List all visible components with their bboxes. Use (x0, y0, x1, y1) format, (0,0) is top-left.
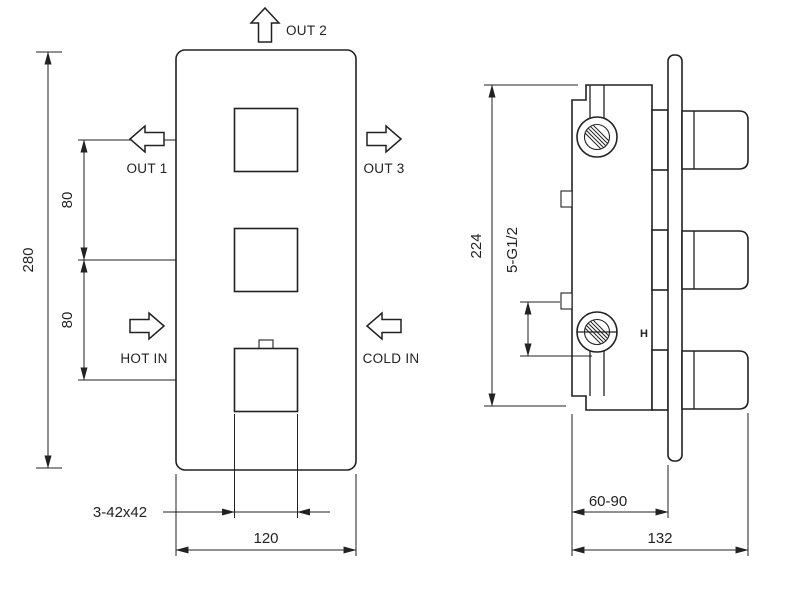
dimension-overall-width: 120 (175, 474, 357, 556)
handle-side-top (681, 110, 749, 170)
handle-square-middle (233, 227, 299, 293)
dimension-overall-depth: 132 (571, 413, 749, 556)
cartridge-block-bottom (651, 349, 669, 411)
hatch-line (584, 124, 610, 144)
label-hot-in: HOT IN (120, 351, 167, 366)
side-view: H 224 (468, 54, 749, 556)
label-out2: OUT 2 (286, 23, 327, 38)
dim-spacing-lower: 80 (59, 312, 76, 329)
dim-body-height: 224 (468, 233, 485, 258)
hatch-line (584, 124, 610, 148)
flow-arrow-up-icon (249, 6, 281, 43)
flow-arrow-right-icon (129, 311, 166, 341)
handle-body (681, 350, 749, 410)
front-view: 80 80 OUT 2 OUT 1 OUT 3 HOT IN COLD IN 2… (20, 6, 420, 556)
hot-marker: H (640, 328, 648, 340)
dimension-thread: 5-G1/2 (504, 227, 592, 357)
flow-arrow-right-icon (366, 124, 403, 154)
label-cold-in: COLD IN (363, 351, 420, 366)
handle-tab-bottom (258, 339, 274, 350)
dimension-overall-height: 280 (20, 51, 62, 469)
dimension-80-spacing: 80 80 (59, 139, 233, 381)
hatch-line (584, 319, 610, 343)
handle-body (681, 230, 749, 290)
handle-side-middle (681, 230, 749, 290)
dim-thread-label: 5-G1/2 (504, 227, 521, 273)
hatch-line (584, 130, 610, 150)
dimension-squares: 3-42x42 (93, 414, 330, 521)
hatch-line (584, 126, 610, 150)
inlet-port-upper (576, 116, 618, 158)
flow-arrow-left-icon (365, 311, 402, 341)
dimension-body-height: 224 (468, 84, 578, 407)
hatch-line (584, 321, 610, 345)
inlet-port-lower: H (576, 311, 648, 353)
flow-arrow-left-icon (128, 124, 165, 154)
dim-depth-range: 60-90 (589, 493, 627, 510)
outlet-boss-upper (560, 190, 573, 208)
label-out3: OUT 3 (363, 161, 404, 176)
dim-squares-label: 3-42x42 (93, 504, 147, 521)
outlet-boss-lower (560, 292, 573, 310)
dim-overall-width: 120 (253, 530, 278, 547)
cartridge-block-middle (651, 229, 669, 291)
handle-side-bottom (681, 350, 749, 410)
handle-square-top (233, 107, 299, 173)
hatch-line (584, 319, 610, 339)
handle-square-bottom (233, 347, 299, 413)
cartridge-block-top (651, 109, 669, 171)
dim-overall-depth: 132 (647, 530, 672, 547)
hatch-line (584, 325, 610, 345)
handle-body (681, 110, 749, 170)
label-out1: OUT 1 (126, 161, 167, 176)
dim-overall-height: 280 (20, 247, 37, 272)
faceplate-side (667, 54, 683, 462)
dim-spacing-upper: 80 (59, 192, 76, 209)
dimension-depth-range: 60-90 (571, 414, 669, 556)
